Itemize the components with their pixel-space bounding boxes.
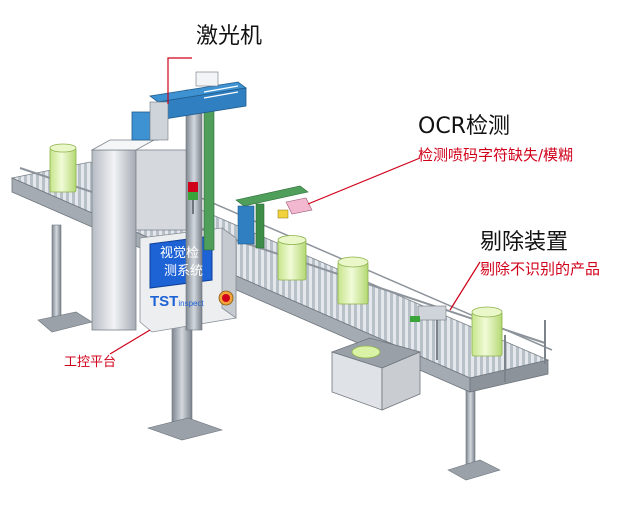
brand-logo: TSTinspect bbox=[150, 294, 204, 309]
reject-bin bbox=[330, 337, 422, 411]
can bbox=[277, 235, 307, 281]
signal-light bbox=[188, 182, 198, 214]
vision-system-screen bbox=[149, 235, 213, 289]
reject-device bbox=[410, 305, 447, 322]
laser-machine-label: 激光机 bbox=[196, 24, 263, 49]
brand-suffix: inspect bbox=[178, 299, 204, 308]
ocr-title-label: OCR检测 bbox=[418, 114, 510, 139]
callout-lines bbox=[109, 57, 481, 355]
control-platform-label: 工控平台 bbox=[64, 355, 117, 370]
left-support-leg bbox=[37, 224, 93, 333]
can bbox=[471, 306, 503, 357]
can bbox=[49, 143, 77, 193]
can bbox=[337, 256, 369, 305]
emergency-stop-button bbox=[218, 290, 234, 306]
ocr-subtitle-label: 检测喷码字符缺失/模糊 bbox=[418, 146, 574, 164]
screen-line-1: 视觉检 bbox=[160, 246, 200, 261]
ocr-camera bbox=[235, 185, 313, 249]
reject-subtitle-label: 剔除不识别的产品 bbox=[480, 260, 601, 278]
laser-head bbox=[131, 71, 247, 141]
screen-line-2: 测系统 bbox=[164, 264, 204, 279]
reject-title-label: 剔除装置 bbox=[480, 230, 569, 255]
brand-name: TST bbox=[150, 293, 179, 310]
right-support-leg bbox=[447, 375, 501, 481]
